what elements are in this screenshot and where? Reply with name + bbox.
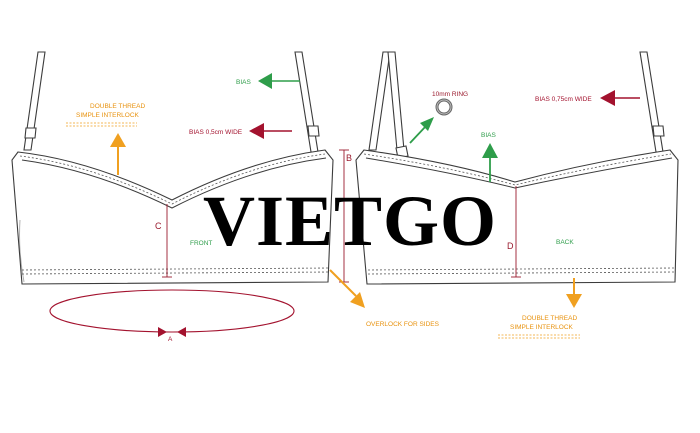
back-dimension-d: D xyxy=(507,186,521,278)
front-garment xyxy=(11,51,334,285)
back-double-thread-line2: SIMPLE INTERLOCK xyxy=(510,324,574,331)
front-bias-callout: BIAS xyxy=(236,73,300,89)
back-double-thread-callout: DOUBLE THREAD SIMPLE INTERLOCK xyxy=(498,278,582,339)
front-view-label: FRONT xyxy=(190,240,212,247)
front-left-strap-slider xyxy=(24,127,37,139)
back-bias-wide-callout: BIAS 0,75cm WIDE xyxy=(535,90,640,106)
dim-a-label: A xyxy=(168,336,173,343)
back-view-label: BACK xyxy=(556,239,574,246)
front-bias-wide-label: BIAS 0,5cm WIDE xyxy=(189,129,243,136)
back-double-thread-line1: DOUBLE THREAD xyxy=(522,315,577,322)
front-double-thread-callout: DOUBLE THREAD SIMPLE INTERLOCK xyxy=(66,103,145,175)
dim-b-label: B xyxy=(346,153,352,163)
dim-c-label: C xyxy=(155,221,162,231)
front-body xyxy=(11,149,334,285)
front-bias-wide-callout: BIAS 0,5cm WIDE xyxy=(189,123,292,139)
back-middle-strap xyxy=(387,51,405,151)
front-left-strap xyxy=(23,51,46,151)
front-double-thread-line2: SIMPLE INTERLOCK xyxy=(76,112,140,119)
back-bias-wide-label: BIAS 0,75cm WIDE xyxy=(535,96,592,103)
front-right-strap xyxy=(294,51,319,153)
watermark-text: VIETGO xyxy=(203,181,497,261)
back-garment xyxy=(355,51,679,285)
ring-label: 10mm RING xyxy=(432,91,468,98)
front-dimension-c: C xyxy=(155,204,172,278)
overlock-callout: OVERLOCK FOR SIDES xyxy=(329,269,440,328)
back-body xyxy=(355,149,679,285)
back-right-strap xyxy=(639,51,664,153)
back-right-strap-slider xyxy=(652,125,665,137)
back-bias-callout: BIAS xyxy=(481,132,498,182)
front-bias-label: BIAS xyxy=(236,79,251,86)
front-right-strap-slider xyxy=(307,125,320,137)
front-double-thread-line1: DOUBLE THREAD xyxy=(90,103,145,110)
front-dimension-a: A xyxy=(49,289,295,343)
back-left-strap xyxy=(368,51,391,151)
back-bias-label: BIAS xyxy=(481,132,496,139)
ring-callout: 10mm RING xyxy=(409,91,468,144)
dim-d-label: D xyxy=(507,241,514,251)
overlock-label: OVERLOCK FOR SIDES xyxy=(366,321,440,328)
